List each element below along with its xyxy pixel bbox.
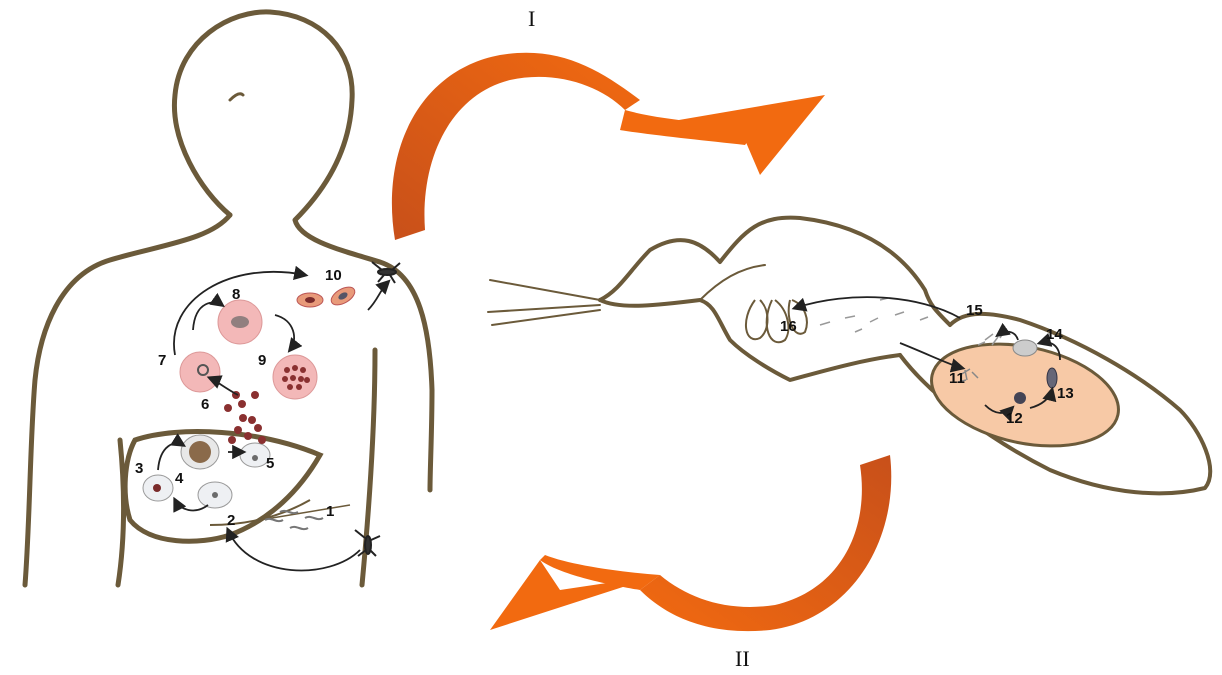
step-label-6: 6: [201, 396, 209, 413]
step-label-8: 8: [232, 286, 240, 303]
step-label-9: 9: [258, 352, 266, 369]
ookinete-12: [1014, 392, 1026, 404]
step-label-2: 2: [227, 512, 235, 529]
step-label-12: 12: [1006, 410, 1023, 427]
oocyst-14: [1013, 340, 1037, 356]
stage-label-II: II: [735, 646, 750, 672]
mosquito-body: [488, 218, 1210, 494]
step-label-16: 16: [780, 318, 797, 335]
step-label-14: 14: [1046, 326, 1063, 343]
sporozoites-migrating: [820, 298, 928, 332]
step-label-5: 5: [266, 455, 274, 472]
step-label-3: 3: [135, 460, 143, 477]
step-label-15: 15: [966, 302, 983, 319]
sporozoites-skin: [265, 511, 323, 529]
step-label-4: 4: [175, 470, 183, 487]
oocyst-13: [1047, 368, 1057, 388]
step-label-13: 13: [1057, 385, 1074, 402]
rbc-7: [180, 352, 220, 392]
stage-label-I: I: [528, 6, 535, 32]
transmission-arrow-II: [490, 455, 891, 631]
red-blood-cells: [180, 283, 358, 399]
liver-cells: [143, 435, 270, 508]
step-label-1: 1: [326, 503, 334, 520]
human-cycle-arrows: [158, 272, 388, 571]
step-label-11: 11: [949, 370, 965, 387]
step-label-7: 7: [158, 352, 166, 369]
step-label-10: 10: [325, 267, 342, 284]
transmission-arrow-I: [392, 53, 825, 240]
